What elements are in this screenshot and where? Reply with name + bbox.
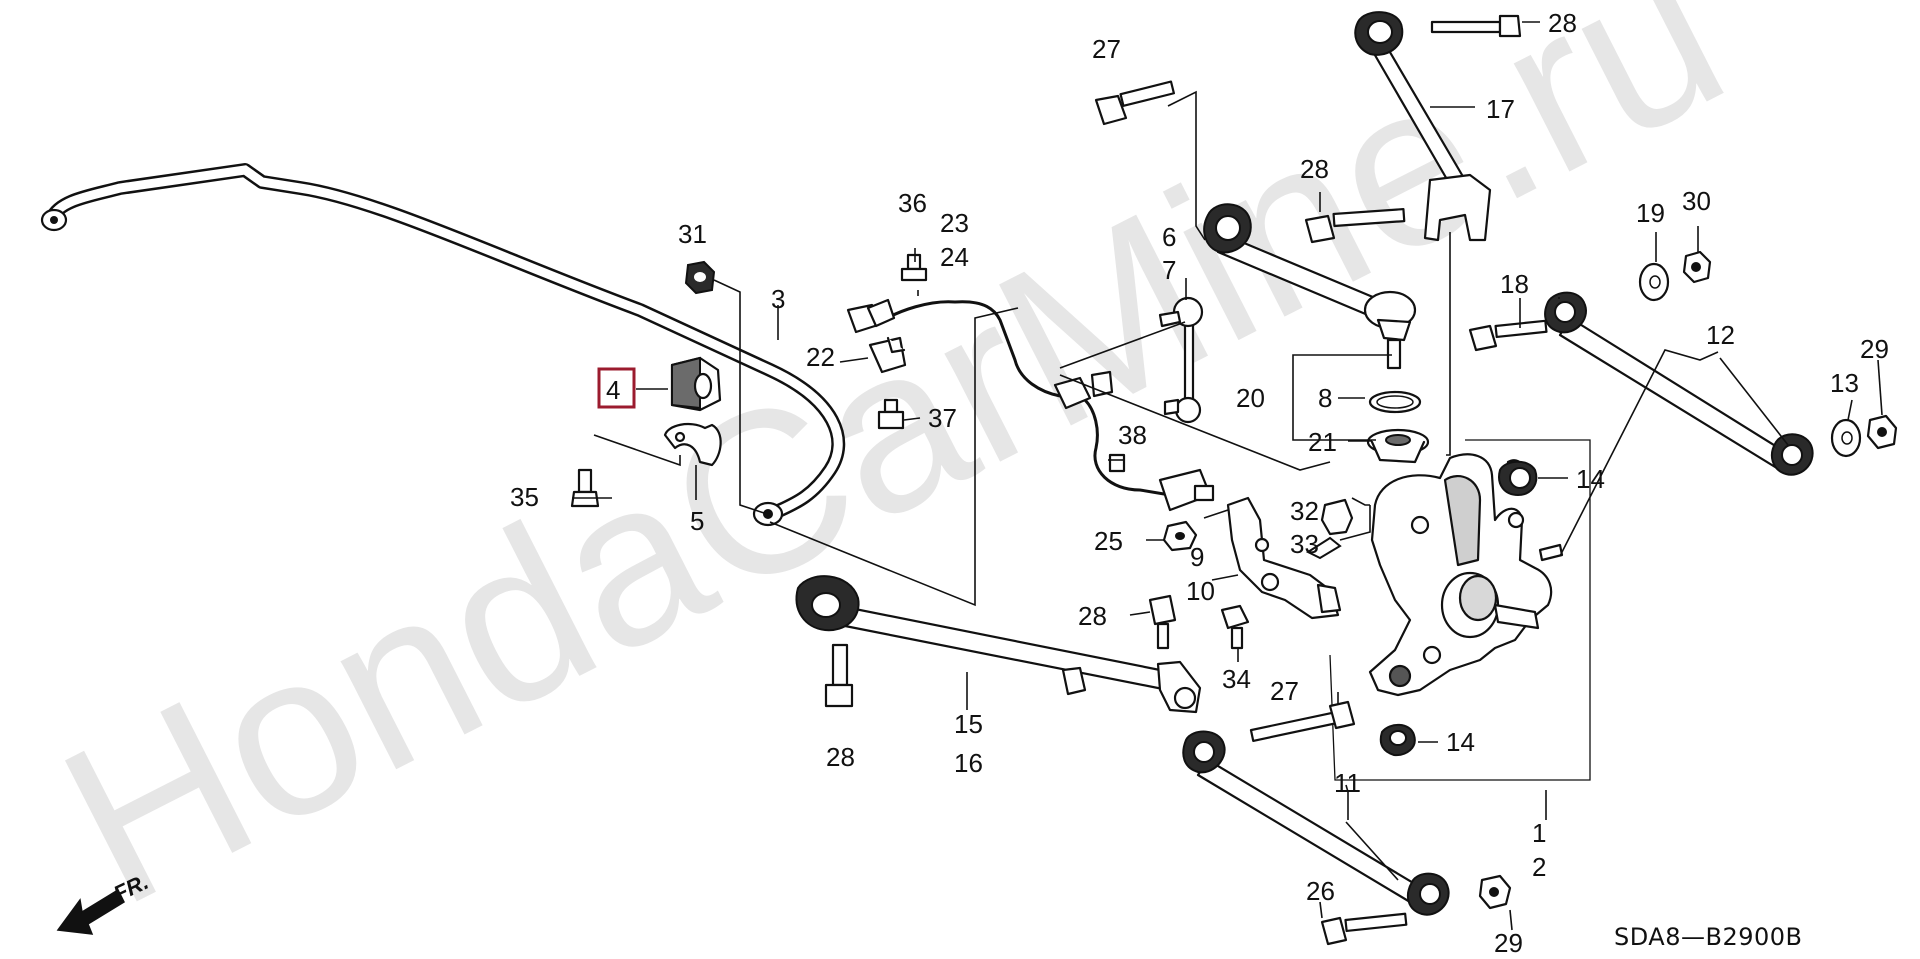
bolt-28-upper-arm[interactable] (1304, 208, 1406, 244)
mount-21[interactable] (1366, 428, 1430, 464)
callout-3[interactable]: 3 (771, 284, 785, 314)
washer-13[interactable] (1830, 418, 1862, 458)
bolt-18[interactable] (1468, 319, 1548, 352)
callout-26[interactable]: 26 (1306, 876, 1335, 906)
diagram-code: SDA8—B2900B (1614, 923, 1803, 951)
bolt-28-top[interactable] (1430, 14, 1522, 38)
callout-2[interactable]: 2 (1532, 852, 1546, 882)
callout-28-middle[interactable]: 28 (1078, 601, 1107, 631)
callout-27-top[interactable]: 27 (1092, 34, 1121, 64)
control-link[interactable] (1354, 11, 1492, 242)
callout-17[interactable]: 17 (1486, 94, 1515, 124)
abs-sensor[interactable] (1158, 468, 1215, 512)
stabilizer-link[interactable] (1158, 296, 1204, 424)
callout-38[interactable]: 38 (1118, 420, 1147, 450)
callout-27-lower[interactable]: 27 (1270, 676, 1299, 706)
rear-knuckle[interactable] (1368, 453, 1564, 697)
callout-13[interactable]: 13 (1830, 368, 1859, 398)
stabilizer-bar[interactable] (40, 163, 846, 527)
callout-1[interactable]: 1 (1532, 818, 1546, 848)
clip-33[interactable] (1305, 536, 1342, 560)
bushing-14-lower[interactable] (1379, 723, 1416, 757)
flange-bolt-28-lower[interactable] (824, 643, 854, 708)
lower-arm-b[interactable] (1544, 291, 1814, 476)
leader-lines (572, 21, 1883, 931)
callout-29-right[interactable]: 29 (1860, 334, 1889, 364)
callout-5[interactable]: 5 (690, 506, 704, 536)
callout-34[interactable]: 34 (1222, 664, 1251, 694)
callout-30[interactable]: 30 (1682, 186, 1711, 216)
bolt-36[interactable] (900, 253, 928, 282)
callout-8[interactable]: 8 (1318, 383, 1332, 413)
arrow-left-icon (56, 888, 125, 935)
damper-bracket[interactable] (1226, 496, 1342, 620)
callout-29-bottom[interactable]: 29 (1494, 928, 1523, 958)
nut-29-lower[interactable] (1478, 874, 1512, 910)
callout-37[interactable]: 37 (928, 403, 957, 433)
callout-10[interactable]: 10 (1186, 576, 1215, 606)
callout-15[interactable]: 15 (954, 709, 983, 739)
callout-25[interactable]: 25 (1094, 526, 1123, 556)
callout-14-lower[interactable]: 14 (1446, 727, 1475, 757)
harness-bracket-22[interactable] (868, 336, 907, 374)
callout-28-top[interactable]: 28 (1548, 8, 1577, 38)
bolt-27-lower[interactable] (1249, 700, 1356, 742)
callout-12[interactable]: 12 (1706, 320, 1735, 350)
o-ring-8[interactable] (1368, 390, 1422, 414)
callout-9[interactable]: 9 (1190, 542, 1204, 572)
callout-18[interactable]: 18 (1500, 269, 1529, 299)
stabilizer-bushing[interactable] (670, 356, 722, 412)
callout-31[interactable]: 31 (678, 219, 707, 249)
trailing-arm[interactable] (795, 575, 1202, 714)
bolt-37[interactable] (877, 398, 905, 430)
callout-28-upper[interactable]: 28 (1300, 154, 1329, 184)
upper-arm[interactable] (1203, 203, 1417, 370)
highlight-box (597, 367, 636, 409)
callout-7[interactable]: 7 (1162, 255, 1176, 285)
callout-32[interactable]: 32 (1290, 496, 1319, 526)
callout-28-bottom-left[interactable]: 28 (826, 742, 855, 772)
bolt-38[interactable] (1108, 453, 1126, 473)
self-locking-nut-31[interactable] (684, 260, 716, 295)
flange-bolt-28-middle[interactable] (1148, 594, 1177, 650)
callout-35[interactable]: 35 (510, 482, 539, 512)
nut-30[interactable] (1682, 250, 1712, 284)
nut-29-right[interactable] (1866, 414, 1898, 450)
bushing-14-upper[interactable] (1498, 460, 1538, 497)
callout-24[interactable]: 24 (940, 242, 969, 272)
callout-4[interactable]: 4 (606, 375, 620, 405)
callout-33[interactable]: 33 (1290, 529, 1319, 559)
bolt-26[interactable] (1320, 912, 1408, 946)
callout-19[interactable]: 19 (1636, 198, 1665, 228)
clip-32[interactable] (1320, 498, 1354, 536)
callout-23[interactable]: 23 (940, 208, 969, 238)
callout-36[interactable]: 36 (898, 188, 927, 218)
stabilizer-holder[interactable] (663, 422, 722, 467)
lower-arm-a[interactable] (1182, 730, 1450, 916)
callout-14-upper[interactable]: 14 (1576, 464, 1605, 494)
callout-21[interactable]: 21 (1308, 427, 1337, 457)
callout-16[interactable]: 16 (954, 748, 983, 778)
callout-labels: 4 5 35 31 3 15 16 28 36 23 24 22 37 38 2… (510, 8, 1889, 958)
knuckle-outline (1329, 439, 1591, 781)
callout-11[interactable]: 11 (1334, 768, 1361, 798)
bolt-27-upper[interactable] (1094, 80, 1176, 126)
flange-bolt-35[interactable] (570, 468, 600, 508)
callout-22[interactable]: 22 (806, 342, 835, 372)
callout-20[interactable]: 20 (1236, 383, 1265, 413)
flange-bolt-34[interactable] (1220, 604, 1250, 650)
callout-6[interactable]: 6 (1162, 222, 1176, 252)
washer-19[interactable] (1638, 262, 1670, 302)
